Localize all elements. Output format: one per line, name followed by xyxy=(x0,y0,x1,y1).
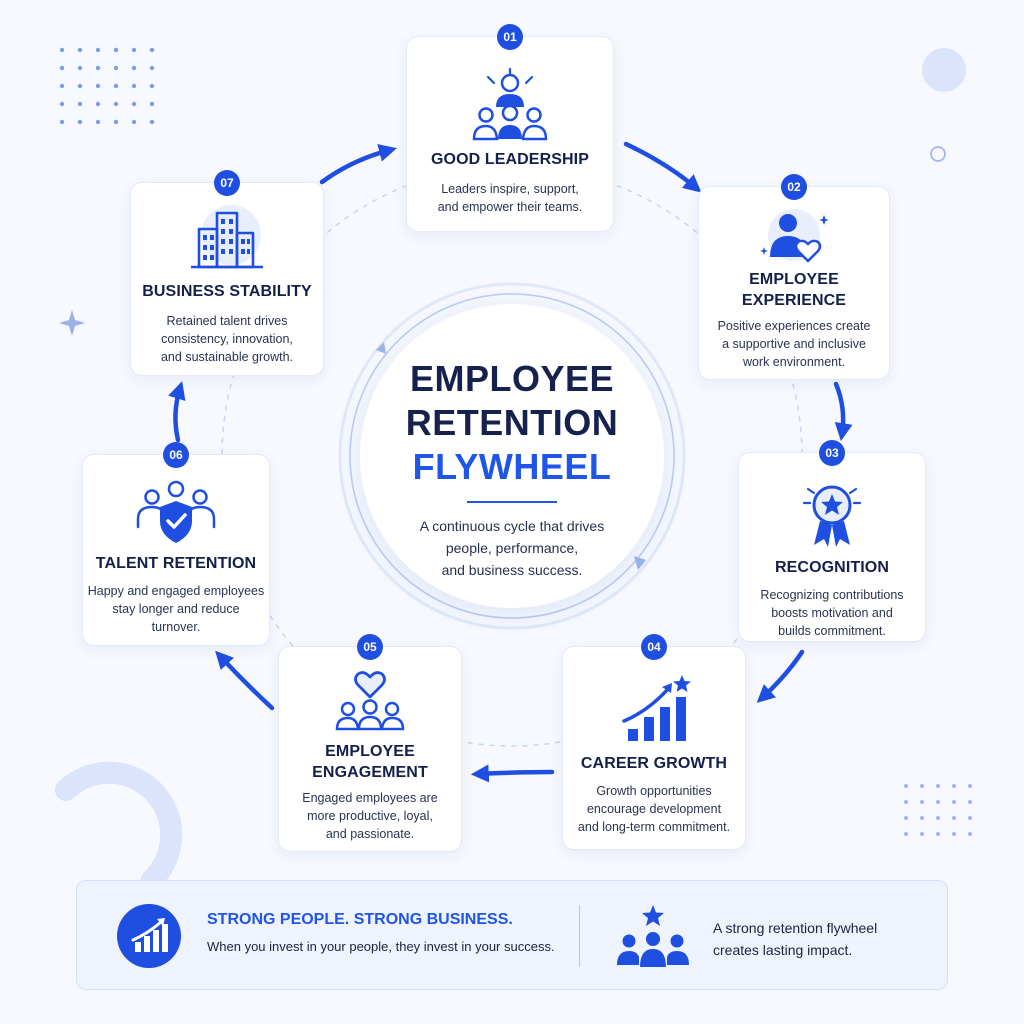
footer-banner: STRONG PEOPLE. STRONG BUSINESS. When you… xyxy=(76,880,948,990)
step-card-04: 04 CAREER GROWTH Growth opportunities en… xyxy=(562,634,746,850)
arrow-07-to-01 xyxy=(319,144,397,185)
footer-divider xyxy=(579,905,580,967)
inner-ring-outer xyxy=(338,282,686,630)
heart-team-icon xyxy=(335,671,405,731)
step-description: Growth opportunities encourage developme… xyxy=(577,784,731,834)
step-title: EMPLOYEE EXPERIENCE xyxy=(741,271,847,309)
person-heart-icon xyxy=(760,209,829,263)
arrow-04-to-05 xyxy=(470,764,555,783)
step-card-05: 05 EMPLOYEE ENGAGEMENT Engaged employees… xyxy=(278,634,462,852)
dot-grid-top-left xyxy=(59,47,155,125)
star-team-icon xyxy=(617,905,689,967)
title-line-1: EMPLOYEE xyxy=(409,358,615,399)
title-underline xyxy=(467,501,557,503)
step-title: EMPLOYEE ENGAGEMENT xyxy=(312,743,428,781)
footer-right-text: A strong retention flywheel creates last… xyxy=(713,920,878,958)
title-line-3: FLYWHEEL xyxy=(412,446,612,487)
growth-chart-icon xyxy=(622,675,691,741)
step-title: CAREER GROWTH xyxy=(580,755,728,772)
step-card-01: 01 GOOD LEADERSHIP Leaders inspire, supp… xyxy=(406,24,614,232)
step-number-badge: 05 xyxy=(357,634,383,660)
step-title: TALENT RETENTION xyxy=(95,555,257,572)
step-title: GOOD LEADERSHIP xyxy=(431,151,589,168)
arrow-02-to-03 xyxy=(833,381,853,442)
arrow-03-to-04 xyxy=(756,649,805,703)
footer-growth-badge xyxy=(117,904,181,968)
step-title: RECOGNITION xyxy=(775,559,889,576)
deco-arc-bottom-left xyxy=(55,761,183,891)
team-leader-icon xyxy=(472,67,548,141)
step-description: Leaders inspire, support, and empower th… xyxy=(437,182,583,214)
step-description: Recognizing contributions boosts motivat… xyxy=(760,588,904,638)
step-number-badge: 07 xyxy=(214,170,240,196)
footer-heading: STRONG PEOPLE. STRONG BUSINESS. xyxy=(207,911,513,928)
step-number-badge: 04 xyxy=(641,634,667,660)
step-number-badge: 02 xyxy=(781,174,807,200)
step-number-badge: 03 xyxy=(819,440,845,466)
title-subtitle: A continuous cycle that drives people, p… xyxy=(419,518,605,578)
shield-team-icon xyxy=(136,480,216,543)
step-title: BUSINESS STABILITY xyxy=(142,283,312,300)
arrow-06-to-07 xyxy=(168,381,186,443)
step-description: Engaged employees are more productive, l… xyxy=(302,791,438,841)
buildings-icon xyxy=(191,205,263,269)
deco-circle-ring xyxy=(930,146,946,162)
inner-arrow-bottom xyxy=(634,556,646,570)
step-description: Positive experiences create a supportive… xyxy=(717,319,871,369)
step-card-02: 02 EMPLOYEE EXPERIENCE Positive experien… xyxy=(698,174,890,380)
inner-arrow-top xyxy=(376,342,386,354)
dot-grid-bottom-right xyxy=(904,784,972,836)
title-line-2: RETENTION xyxy=(405,402,619,443)
step-number-badge: 06 xyxy=(163,442,189,468)
growth-chart-icon xyxy=(131,918,168,952)
inner-ring xyxy=(349,293,675,619)
flywheel-center: EMPLOYEE RETENTION FLYWHEEL A continuous… xyxy=(360,304,664,608)
arrow-01-to-02 xyxy=(623,141,702,193)
arrow-05-to-06 xyxy=(215,650,275,711)
step-description: Happy and engaged employees stay longer … xyxy=(87,584,265,634)
footer-subtext: When you invest in your people, they inv… xyxy=(207,939,555,954)
step-card-07: 07 BUSINESS STABILITY Retained talent dr… xyxy=(130,170,324,376)
step-card-03: 03 RECOGNITION Recognizing contributions… xyxy=(738,440,926,642)
deco-circle-large xyxy=(922,48,966,92)
step-description: Retained talent drives consistency, inno… xyxy=(160,314,294,364)
award-ribbon-icon xyxy=(802,485,862,547)
deco-sparkle xyxy=(59,310,85,336)
step-number-badge: 01 xyxy=(497,24,523,50)
step-card-06: 06 TALENT RETENTION Happy and engaged em… xyxy=(82,442,270,646)
